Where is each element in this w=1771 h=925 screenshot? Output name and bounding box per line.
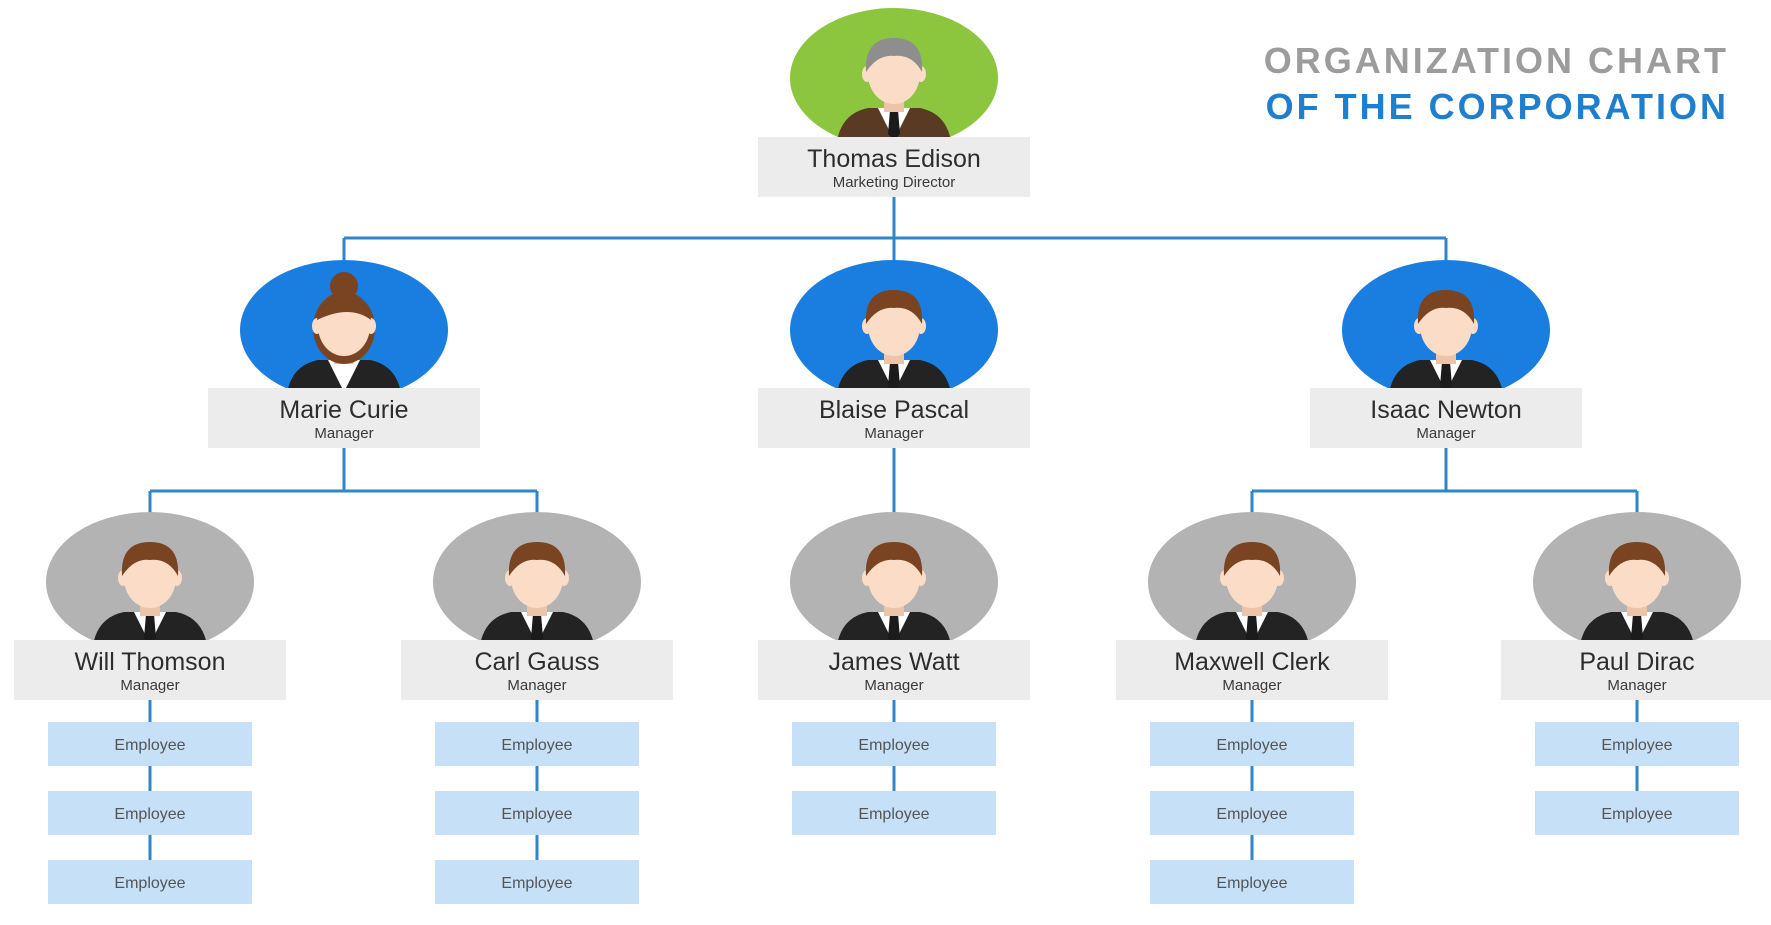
manager-node-role: Manager <box>1416 425 1475 442</box>
employee-box <box>435 722 639 766</box>
director-avatar <box>790 8 998 148</box>
director-node-role: Marketing Director <box>833 174 956 191</box>
manager-node-name: Marie Curie <box>279 396 408 424</box>
employee-label: Employee <box>1216 806 1287 823</box>
employee-label: Employee <box>1216 737 1287 754</box>
chart-title: ORGANIZATION CHART OF THE CORPORATION <box>1264 38 1729 130</box>
employee-node: Employee <box>435 722 639 766</box>
employee-box <box>435 860 639 904</box>
employee-node: Employee <box>1150 791 1354 835</box>
staff-node-role: Manager <box>120 677 179 694</box>
manager-avatar <box>1342 260 1550 400</box>
employee-label: Employee <box>858 806 929 823</box>
employee-box <box>48 791 252 835</box>
staff-node-role: Manager <box>507 677 566 694</box>
employee-label: Employee <box>114 737 185 754</box>
manager-node-box <box>1310 388 1582 448</box>
manager-node-box <box>208 388 480 448</box>
employee-box <box>792 722 996 766</box>
manager-node-role: Manager <box>864 425 923 442</box>
staff-node-role: Manager <box>864 677 923 694</box>
chart-title-line2: OF THE CORPORATION <box>1265 86 1729 127</box>
employee-label: Employee <box>114 875 185 892</box>
manager-avatar <box>790 260 998 400</box>
manager-avatar <box>240 260 448 400</box>
employee-label: Employee <box>114 806 185 823</box>
staff-node-name: Carl Gauss <box>474 648 599 676</box>
employee-label: Employee <box>1601 806 1672 823</box>
employee-box <box>1150 722 1354 766</box>
staff-node-box <box>401 640 673 700</box>
employee-node: Employee <box>435 860 639 904</box>
employee-node: Employee <box>1150 722 1354 766</box>
employee-node: Employee <box>48 722 252 766</box>
employee-node: Employee <box>1535 791 1739 835</box>
employee-box <box>48 860 252 904</box>
employee-node: Employee <box>48 791 252 835</box>
employee-box <box>1535 791 1739 835</box>
employee-node: Employee <box>48 860 252 904</box>
employee-box <box>1535 722 1739 766</box>
staff-node-box <box>758 640 1030 700</box>
chart-title-line1: ORGANIZATION CHART <box>1263 40 1729 81</box>
director-node-name: Thomas Edison <box>807 145 981 173</box>
employee-box <box>1150 860 1354 904</box>
employee-node: Employee <box>435 791 639 835</box>
manager-node-box <box>758 388 1030 448</box>
employee-box <box>435 791 639 835</box>
staff-node-role: Manager <box>1607 677 1666 694</box>
employee-label: Employee <box>501 737 572 754</box>
director-node-box <box>758 137 1030 197</box>
staff-avatar <box>1533 512 1741 652</box>
staff-avatar <box>46 512 254 652</box>
manager-node-role: Manager <box>314 425 373 442</box>
employee-label: Employee <box>501 875 572 892</box>
staff-avatar <box>433 512 641 652</box>
employee-box <box>792 791 996 835</box>
staff-node-box <box>1116 640 1388 700</box>
staff-node-box <box>1501 640 1771 700</box>
staff-avatar <box>790 512 998 652</box>
employee-node: Employee <box>792 722 996 766</box>
staff-avatar <box>1148 512 1356 652</box>
staff-node-name: Paul Dirac <box>1579 648 1694 676</box>
employee-box <box>1150 791 1354 835</box>
staff-node-box <box>14 640 286 700</box>
employee-node: Employee <box>1150 860 1354 904</box>
employee-label: Employee <box>1216 875 1287 892</box>
manager-node-name: Blaise Pascal <box>819 396 969 424</box>
employee-label: Employee <box>1601 737 1672 754</box>
employee-box <box>48 722 252 766</box>
staff-node-name: Will Thomson <box>75 648 226 676</box>
manager-node-name: Isaac Newton <box>1370 396 1521 424</box>
staff-node-role: Manager <box>1222 677 1281 694</box>
staff-node-name: Maxwell Clerk <box>1174 648 1330 676</box>
employee-node: Employee <box>1535 722 1739 766</box>
person-avatar-icon <box>836 542 952 652</box>
employee-label: Employee <box>858 737 929 754</box>
employee-node: Employee <box>792 791 996 835</box>
staff-node-name: James Watt <box>828 648 959 676</box>
employee-label: Employee <box>501 806 572 823</box>
